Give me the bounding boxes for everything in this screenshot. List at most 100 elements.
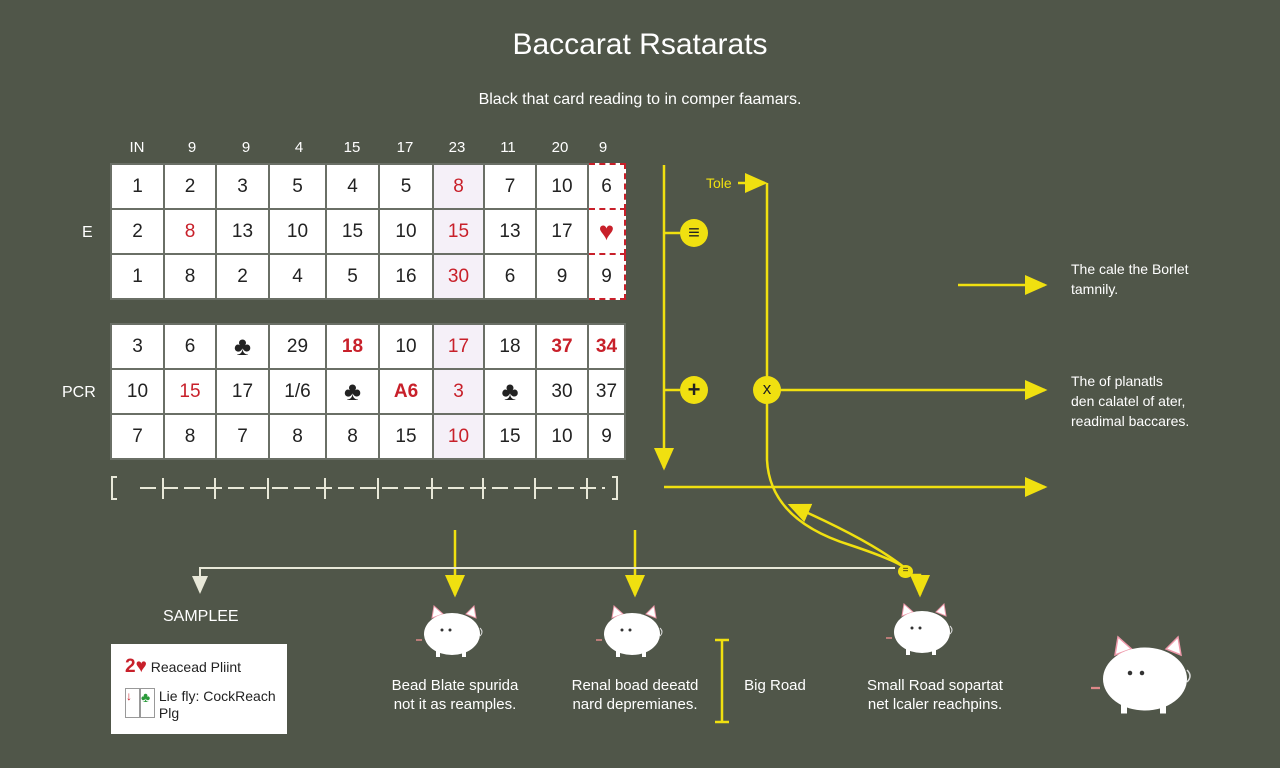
caption-renal-road: Renal boad deeatd nard depremianes. bbox=[548, 676, 722, 714]
grid-cell: 9 bbox=[587, 413, 626, 460]
grid-cell: A6 bbox=[378, 368, 434, 415]
grid-cell: 15 bbox=[163, 368, 217, 415]
club-icon: ♣ bbox=[215, 323, 270, 370]
pig-icon bbox=[882, 598, 962, 663]
grid-cell: 10 bbox=[268, 208, 327, 255]
grid-cell: 2 bbox=[163, 163, 217, 210]
grid-cell: 8 bbox=[268, 413, 327, 460]
grid-cell: 2 bbox=[110, 208, 165, 255]
grid-cell: 37 bbox=[587, 368, 626, 415]
pig-icon bbox=[412, 600, 492, 665]
note-line: The cale the Borlet bbox=[1071, 261, 1189, 277]
caption-line: nard depremianes. bbox=[572, 696, 698, 713]
legend-item: 2♥ Reacead Pliint bbox=[125, 656, 241, 678]
tole-label: Tole bbox=[706, 175, 732, 191]
column-header: IN bbox=[129, 139, 145, 156]
grid-ruler bbox=[111, 476, 618, 500]
grid-cell: 9 bbox=[587, 253, 626, 300]
grid-cell: 17 bbox=[215, 368, 270, 415]
grid-cell: 3 bbox=[432, 368, 485, 415]
grid-cell: 17 bbox=[535, 208, 589, 255]
grid-cell: 1/6 bbox=[268, 368, 327, 415]
column-header: 4 bbox=[294, 139, 304, 156]
caption-line: not it as reamples. bbox=[393, 696, 517, 713]
grid-cell: 37 bbox=[535, 323, 589, 370]
sample-legend: 2♥ Reacead Pliint ↓ ♣ Lie fly: CockReach… bbox=[111, 644, 287, 734]
grid-cell: 18 bbox=[483, 323, 537, 370]
page-title: Baccarat Rsatarats bbox=[512, 28, 768, 61]
cards-icon: ↓ ♣ bbox=[125, 688, 155, 718]
grid-cell: 10 bbox=[535, 163, 589, 210]
legend-label: Reacead Pliint bbox=[150, 659, 242, 675]
equals-node-icon: ≡ bbox=[680, 219, 708, 247]
column-header: 20 bbox=[551, 139, 569, 156]
caption-line: net lcaler reachpins. bbox=[867, 696, 1003, 713]
grid-cell: 8 bbox=[163, 413, 217, 460]
row-label-e: E bbox=[82, 224, 93, 241]
note-line: tamnily. bbox=[1071, 281, 1119, 297]
heart-card-icon: 2♥ bbox=[125, 656, 147, 677]
grid-cell: 29 bbox=[268, 323, 327, 370]
grid-cell: 10 bbox=[378, 323, 434, 370]
junction-node-icon: = bbox=[898, 565, 913, 578]
grid-cell: 13 bbox=[483, 208, 537, 255]
caption-line: Renal boad deeatd bbox=[571, 677, 699, 694]
column-header: 9 bbox=[241, 139, 251, 156]
grid-cell: 6 bbox=[587, 163, 626, 210]
grid-cell: 7 bbox=[215, 413, 270, 460]
grid-cell: 5 bbox=[268, 163, 327, 210]
grid-cell: 4 bbox=[325, 163, 380, 210]
caption-small-road: Small Road sopartat net lcaler reachpins. bbox=[850, 676, 1020, 714]
grid-cell: 18 bbox=[325, 323, 380, 370]
note-line: readimal baccares. bbox=[1071, 413, 1190, 429]
grid-cell: 8 bbox=[325, 413, 380, 460]
grid-cell: 10 bbox=[378, 208, 434, 255]
grid-cell: 8 bbox=[432, 163, 485, 210]
grid-cell: 6 bbox=[483, 253, 537, 300]
grid-cell: 30 bbox=[535, 368, 589, 415]
note-line: den calatel of ater, bbox=[1071, 393, 1186, 409]
grid-cell: 2 bbox=[215, 253, 270, 300]
column-header: 15 bbox=[343, 139, 361, 156]
column-header: 9 bbox=[187, 139, 197, 156]
heart-icon: ♥ bbox=[587, 208, 626, 255]
caption-line: Small Road sopartat bbox=[867, 677, 1003, 694]
legend-label: Plg bbox=[158, 705, 180, 721]
grid-cell: 15 bbox=[325, 208, 380, 255]
grid-cell: 7 bbox=[110, 413, 165, 460]
row-label-pcr: PCR bbox=[62, 384, 96, 401]
grid-cell: 6 bbox=[163, 323, 217, 370]
grid-cell: 8 bbox=[163, 253, 217, 300]
grid-cell: 5 bbox=[378, 163, 434, 210]
grid-cell: 17 bbox=[432, 323, 485, 370]
grid-cell: 15 bbox=[432, 208, 485, 255]
legend-item: ↓ ♣ Lie fly: CockReach Plg bbox=[125, 688, 276, 722]
grid-cell: 9 bbox=[535, 253, 589, 300]
club-icon: ♣ bbox=[325, 368, 380, 415]
grid-cell: 16 bbox=[378, 253, 434, 300]
grid-cell: 15 bbox=[483, 413, 537, 460]
grid-cell: 34 bbox=[587, 323, 626, 370]
grid-cell: 8 bbox=[163, 208, 217, 255]
note-2: The of planatls den calatel of ater, rea… bbox=[1071, 371, 1189, 431]
pig-icon bbox=[1085, 628, 1205, 726]
caption-line: Bead Blate spurida bbox=[391, 677, 519, 694]
grid-cell: 10 bbox=[432, 413, 485, 460]
column-header: 11 bbox=[500, 139, 516, 156]
subtitle: Black that card reading to in comper faa… bbox=[478, 91, 802, 108]
column-header: 23 bbox=[448, 139, 466, 156]
grid-cell: 15 bbox=[378, 413, 434, 460]
grid-cell: 10 bbox=[535, 413, 589, 460]
club-icon: ♣ bbox=[483, 368, 537, 415]
multiply-node-icon: x bbox=[753, 376, 781, 404]
plus-node-icon: + bbox=[680, 376, 708, 404]
column-header: 17 bbox=[396, 139, 414, 156]
grid-cell: 1 bbox=[110, 163, 165, 210]
caption-line: Big Road bbox=[744, 677, 806, 694]
